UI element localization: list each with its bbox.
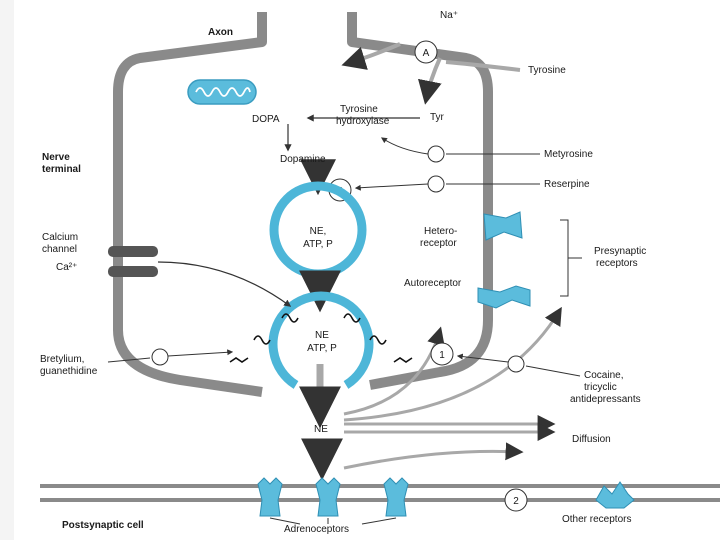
autoreceptor-arrow: [343, 306, 562, 422]
autoreceptor-icon: [477, 285, 531, 309]
dopa-label: DOPA: [252, 114, 280, 125]
transporter-1: [430, 342, 454, 366]
snare-protein-icon: [229, 313, 413, 363]
nerve-terminal-label-1: Nerve: [42, 152, 70, 163]
enzyme-label-2: hydroxylase: [336, 116, 390, 127]
page-border: [0, 0, 14, 540]
other-receptor-icon: [595, 481, 635, 509]
bretylium-label-2: guanethidine: [40, 366, 98, 377]
inhibitor-metyrosine: [381, 137, 540, 163]
vesicle-fusing-line2: ATP, P: [307, 343, 337, 354]
na-ion-label: Na⁺: [440, 10, 458, 21]
enzyme-label-1: Tyrosine: [340, 104, 378, 115]
adrenoceptor-icon: [257, 477, 409, 517]
cocaine-label-2: tricyclic: [584, 382, 617, 393]
transporter-a-label: A: [423, 48, 430, 59]
inhibitor-bretylium: [107, 348, 234, 366]
dopamine-label: Dopamine: [280, 154, 326, 165]
calcium-channel-label-1: Calcium: [42, 232, 78, 243]
adrenoceptors-label: Adrenoceptors: [284, 524, 349, 535]
transporter-2: [504, 488, 528, 512]
terminal-membrane-left: [113, 12, 267, 397]
cocaine-label-3: antidepressants: [570, 394, 641, 405]
calcium-influx-arrow: [157, 261, 292, 307]
transporter-2-label: 2: [513, 496, 519, 507]
adrenoceptor-pointer-1: [269, 517, 301, 525]
calcium-channel-icon: [108, 246, 158, 277]
nerve-terminal-label-2: terminal: [42, 164, 81, 175]
cocaine-label-1: Cocaine,: [584, 370, 623, 381]
presynaptic-receptors-label-2: receptors: [596, 258, 638, 269]
vesicle-storage-line2: ATP, P: [303, 239, 333, 250]
bretylium-label-1: Bretylium,: [40, 354, 84, 365]
ne-released-label: NE: [314, 424, 328, 435]
reuptake-arrow: [343, 326, 445, 416]
heteroreceptor-label-1: Hetero-: [424, 226, 457, 237]
mitochondrion-icon: [187, 79, 257, 105]
autoreceptor-label: Autoreceptor: [404, 278, 462, 289]
metyrosine-label: Metyrosine: [544, 149, 593, 160]
diffusion-label: Diffusion: [572, 434, 611, 445]
na-arrow: [341, 42, 401, 70]
vesicle-fusing-line1: NE: [315, 330, 329, 341]
other-receptor-arrow: [343, 442, 524, 470]
inhibitor-cocaine: [456, 353, 581, 377]
terminal-membrane-right: [347, 12, 493, 390]
postsynaptic-cell-label: Postsynaptic cell: [62, 520, 144, 531]
axon-label: Axon: [208, 27, 233, 38]
inhibitor-reserpine: [354, 175, 540, 193]
ca-ion-label: Ca²⁺: [56, 262, 77, 273]
tyr-label: Tyr: [430, 112, 445, 123]
heteroreceptor-icon: [483, 211, 523, 241]
other-receptors-label: Other receptors: [562, 514, 631, 525]
reserpine-label: Reserpine: [544, 179, 590, 190]
calcium-channel-label-2: channel: [42, 244, 77, 255]
presynaptic-receptors-label-1: Presynaptic: [594, 246, 646, 257]
transporter-1-label: 1: [439, 350, 445, 361]
tyrosine-label: Tyrosine: [528, 65, 566, 76]
transporter-a: [414, 40, 438, 64]
heteroreceptor-label-2: receptor: [420, 238, 457, 249]
vesicle-fusing: [268, 291, 374, 389]
vesicle-storage-line1: NE,: [310, 226, 327, 237]
adrenoceptor-pointer-3: [361, 517, 397, 525]
tyrosine-entry-arrow: [445, 60, 521, 72]
tyr-uptake-arrow: [418, 57, 442, 105]
presynaptic-bracket: [560, 219, 569, 297]
